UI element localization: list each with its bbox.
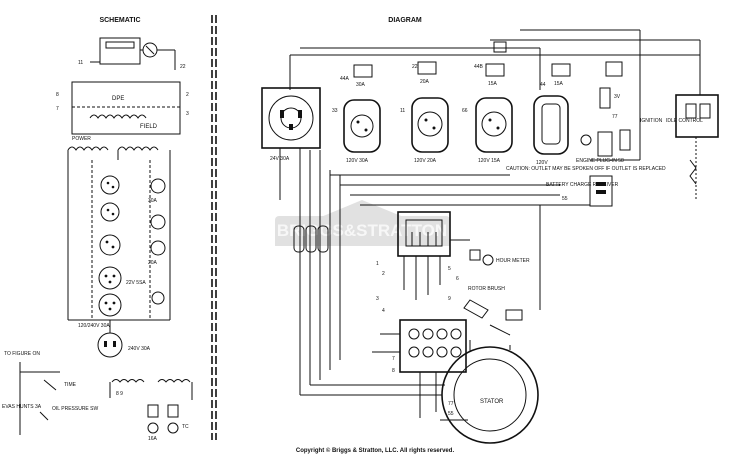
- tc-label: TC: [182, 424, 189, 430]
- outlet-20a-label: 20A: [148, 260, 158, 266]
- wire-44a: 44A: [340, 76, 350, 82]
- svg-text:TIME: TIME: [64, 382, 77, 388]
- outlet-24v: 24V 30A: [261, 87, 321, 162]
- schematic-controls: TO FIGURE ON TIME EVAS HUNTS 3A OIL PRES…: [2, 351, 193, 442]
- field-label: FIELD: [140, 124, 158, 130]
- stator-label: STATOR: [480, 399, 504, 405]
- wire-7: 7: [392, 356, 395, 362]
- schematic-buses: [68, 160, 170, 321]
- rotor-brush: ROTOR BRUSH: [463, 286, 523, 336]
- wire-55: 55: [562, 196, 568, 202]
- copyright-text: Copyright © Briggs & Stratton, LLC. All …: [296, 447, 455, 454]
- rotor-brush-label: ROTOR BRUSH: [468, 286, 505, 292]
- svg-text:120V: 120V: [536, 160, 548, 166]
- wire-9: 9: [448, 296, 451, 302]
- diagram-title: DIAGRAM: [388, 17, 422, 24]
- receptacle-30a: 120V 30A: [343, 99, 381, 164]
- breaker-20a: 20A: [420, 79, 430, 85]
- outlet-120-240-label: 120/240V 30A: [78, 323, 110, 329]
- svg-text:55: 55: [448, 411, 454, 417]
- wire-77: 77: [612, 114, 618, 120]
- svg-text:16A: 16A: [148, 436, 158, 442]
- wire-33: 33: [332, 108, 338, 114]
- rotor-assembly: 22 11: [78, 37, 186, 70]
- receptacles: 120V 30A 120V 20A 120V 15A 120V: [343, 95, 569, 166]
- receptacle-20a-rating: 120V 20A: [414, 158, 437, 164]
- battery-label: BATTERY CHARGE RECEIVER: [546, 182, 619, 188]
- wire-8: 8: [392, 368, 395, 374]
- oil-label: OIL PRESSURE SW: [52, 406, 98, 412]
- receptacle-20a: 120V 20A: [411, 97, 449, 164]
- svg-text:2: 2: [186, 92, 189, 98]
- outlet-240-label: 240V 30A: [128, 346, 151, 352]
- ignition-label: IGNITION: [640, 118, 663, 124]
- hourmeter-label: HOUR METER: [496, 258, 530, 264]
- svg-text:3V: 3V: [614, 94, 621, 100]
- svg-text:7: 7: [56, 106, 59, 112]
- top-harness: [289, 29, 701, 95]
- idle-control: IDLE CONTROL: [666, 94, 719, 200]
- svg-text:8: 8: [56, 92, 59, 98]
- outlet-30a-label: 30A: [148, 198, 158, 204]
- harness-verticals: [279, 148, 590, 395]
- caution-text: CAUTION: OUTLET MAY BE SPOKEN OFF IF OUT…: [506, 166, 666, 172]
- svg-text:8 9: 8 9: [116, 391, 123, 397]
- svg-text:77: 77: [448, 401, 454, 407]
- wire-44b: 44B: [474, 64, 484, 70]
- diagram-section: DIAGRAM 24V 30A 30A 20A: [261, 17, 719, 444]
- wire-labels: 44A 22 44B 44 33 11 66 1 2 3 4 5 6 7 8 9…: [332, 64, 618, 374]
- divider-line: [211, 15, 217, 440]
- receptacle-15a-rating: 120V 15A: [478, 158, 501, 164]
- breakers: 30A 20A 15A 15A: [353, 41, 623, 88]
- power-label: POWER: [72, 136, 91, 142]
- wire-44: 44: [540, 82, 546, 88]
- receptacle-15a: 120V 15A: [475, 97, 513, 164]
- wire-6: 6: [456, 276, 459, 282]
- wire-4: 4: [382, 308, 385, 314]
- control-board: HOUR METER: [397, 211, 530, 300]
- wire-22: 22: [412, 64, 418, 70]
- svg-text:11: 11: [78, 60, 83, 66]
- watermark-text: BRIGGS&STRATTON: [277, 221, 447, 240]
- wire-11: 11: [400, 108, 405, 114]
- schematic-title: SCHEMATIC: [99, 17, 140, 24]
- engine-components: ENGINE PLUG-IN 58 3V IGNITION: [576, 75, 663, 164]
- receptacle-30a-rating: 120V 30A: [346, 158, 369, 164]
- breaker-15a: 15A: [488, 81, 498, 87]
- wire-5: 5: [448, 266, 451, 272]
- schematic-section: SCHEMATIC 22 11 DPE FIELD 8 7 2 3: [2, 17, 193, 442]
- terminal-block: [372, 319, 467, 373]
- brand-watermark: BRIGGS&STRATTON: [275, 200, 450, 246]
- wire-66: 66: [462, 108, 468, 114]
- wire-3: 3: [376, 296, 379, 302]
- stator: STATOR 55 77: [300, 340, 539, 444]
- field-winding: DPE FIELD 8 7 2 3: [56, 81, 189, 135]
- wire-1: 1: [376, 261, 379, 267]
- power-winding: POWER: [67, 136, 171, 320]
- wiring-label: EVAS HUNTS 3A: [2, 404, 42, 410]
- battery-receiver: BATTERY CHARGE RECEIVER: [546, 175, 619, 207]
- engine-label: ENGINE PLUG-IN 58: [576, 158, 624, 164]
- idle-label: IDLE CONTROL: [666, 118, 703, 124]
- svg-text:22: 22: [180, 64, 186, 70]
- receptacle-gfci: 120V: [533, 95, 569, 166]
- wire-2: 2: [382, 271, 385, 277]
- dpe-label: DPE: [112, 96, 124, 102]
- schematic-outlets: 30A 20A 22V 5SA 120/240V 30A 240V 30A: [78, 175, 166, 358]
- breaker-30a: 30A: [356, 82, 366, 88]
- svg-text:3: 3: [186, 111, 189, 117]
- breaker-15a-b: 15A: [554, 81, 564, 87]
- figure-label: TO FIGURE ON: [4, 351, 40, 357]
- outlet-22v-label: 22V 5SA: [126, 280, 146, 286]
